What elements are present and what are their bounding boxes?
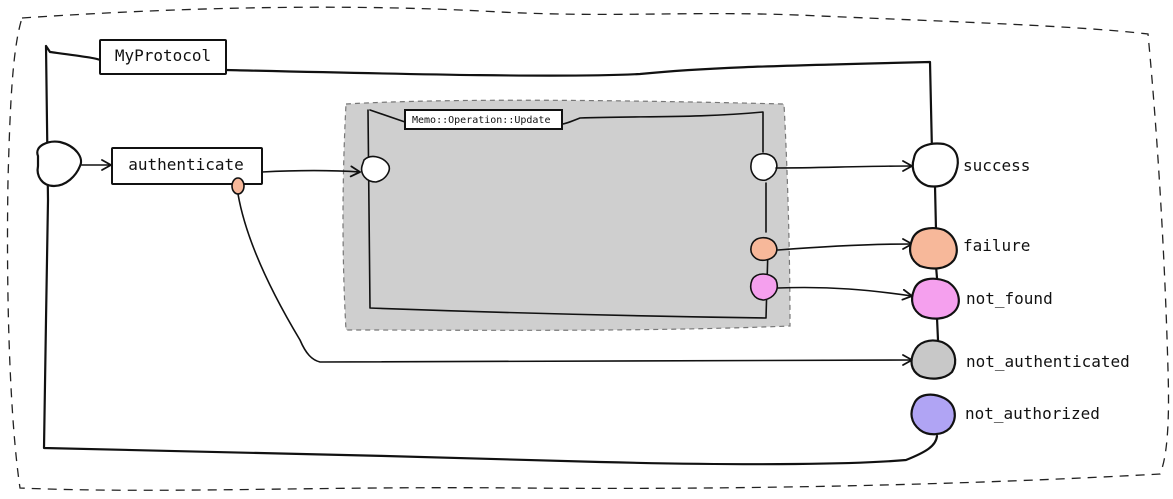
start-port [36, 140, 83, 188]
terminus-success-node [911, 142, 959, 188]
protocol-frame [42, 44, 940, 466]
terminus-failure-node [909, 227, 958, 270]
step-authenticate-label: authenticate [128, 155, 244, 174]
nested-operation-area [342, 99, 791, 331]
terminus-failure-label: failure [963, 236, 1030, 255]
terminus-not-authenticated-label: not_authenticated [966, 352, 1130, 371]
flow-authenticate-to-nested [261, 165, 361, 178]
protocol-label: MyProtocol [115, 46, 211, 65]
nested-label: Memo::Operation::Update [412, 115, 550, 126]
terminus-not-authorized-node [910, 393, 956, 436]
nested-success-port [750, 152, 778, 182]
terminus-not-authenticated-node [910, 339, 957, 380]
nested-failure-port [750, 236, 778, 262]
nested-not-found-port [749, 273, 779, 301]
flow-nested-to-not-found [777, 286, 913, 301]
flow-authenticate-to-not-authenticated [237, 193, 913, 366]
terminus-success-label: success [963, 156, 1030, 175]
outer-dashed-boundary [6, 6, 1170, 491]
nested-label-box [404, 109, 563, 130]
step-failure-port [231, 177, 245, 195]
step-authenticate-box [111, 147, 263, 185]
terminus-not-authorized-label: not_authorized [965, 404, 1100, 423]
protocol-label-box [99, 39, 227, 75]
terminus-not-found-label: not_found [966, 289, 1053, 308]
nested-operation-frame [367, 109, 769, 319]
flow-nested-to-success [775, 160, 913, 172]
flow-nested-to-failure [777, 238, 913, 251]
nested-entry-port [360, 155, 391, 183]
terminus-not-found-node [911, 277, 960, 320]
